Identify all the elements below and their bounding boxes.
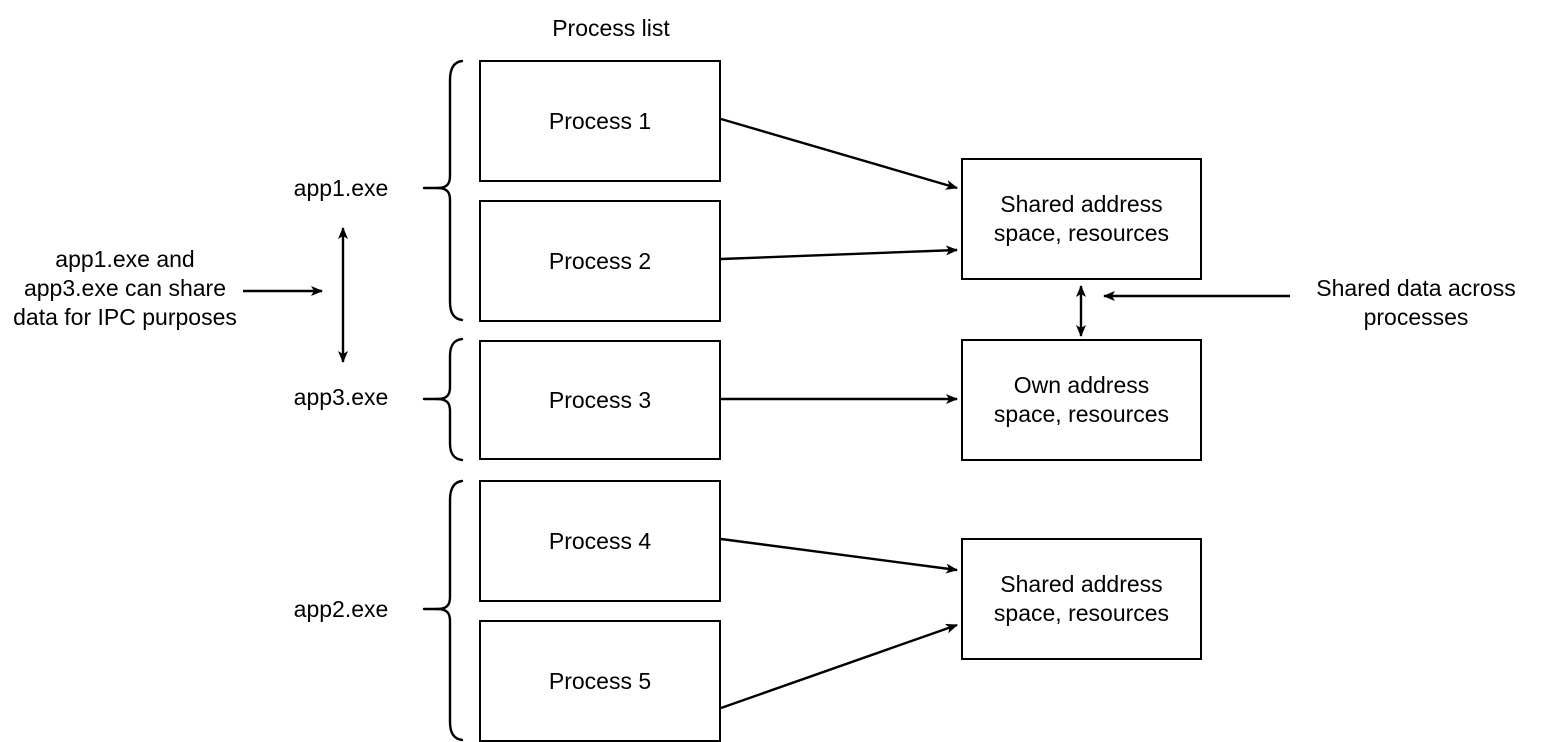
memory-box-shared-bottom[interactable]: [961, 538, 1202, 660]
process-box-5-label: Process 5: [548, 667, 652, 694]
process-list-title: Process list: [552, 15, 670, 41]
memory-box-shared-top[interactable]: [961, 158, 1202, 280]
arrow-process5-to-shared: [720, 623, 958, 710]
arrow-process1-to-shared: [720, 117, 958, 190]
process-box-4-label: Process 4: [548, 527, 652, 554]
process-box-2-label: Process 2: [548, 247, 652, 274]
process-box-5[interactable]: [479, 620, 721, 742]
memory-box-shared-bottom-label: Shared address space, resources: [993, 571, 1170, 626]
arrow-process2-to-shared: [720, 245, 958, 261]
process-box-1-label: Process 1: [548, 107, 652, 134]
app-label-app2: app2.exe: [293, 596, 389, 622]
memory-box-shared-top-label: Shared address space, resources: [993, 191, 1170, 246]
brace-app2: [422, 479, 464, 742]
annotation-ipc-note: app1.exe and app3.exe can share data for…: [13, 246, 237, 330]
process-box-2[interactable]: [479, 200, 721, 322]
brace-app3: [422, 337, 464, 462]
app-label-app1: app1.exe: [293, 175, 389, 201]
brace-app1: [422, 59, 464, 322]
process-box-1[interactable]: [479, 60, 721, 182]
memory-box-own[interactable]: [961, 339, 1202, 461]
app-label-app3: app3.exe: [293, 384, 389, 410]
process-box-4[interactable]: [479, 480, 721, 602]
process-box-3-label: Process 3: [548, 386, 652, 413]
annotation-shared-data-note: Shared data across processes: [1316, 275, 1516, 330]
process-box-3[interactable]: [479, 340, 721, 460]
memory-box-own-label: Own address space, resources: [993, 372, 1170, 427]
arrow-process4-to-shared: [720, 537, 958, 574]
